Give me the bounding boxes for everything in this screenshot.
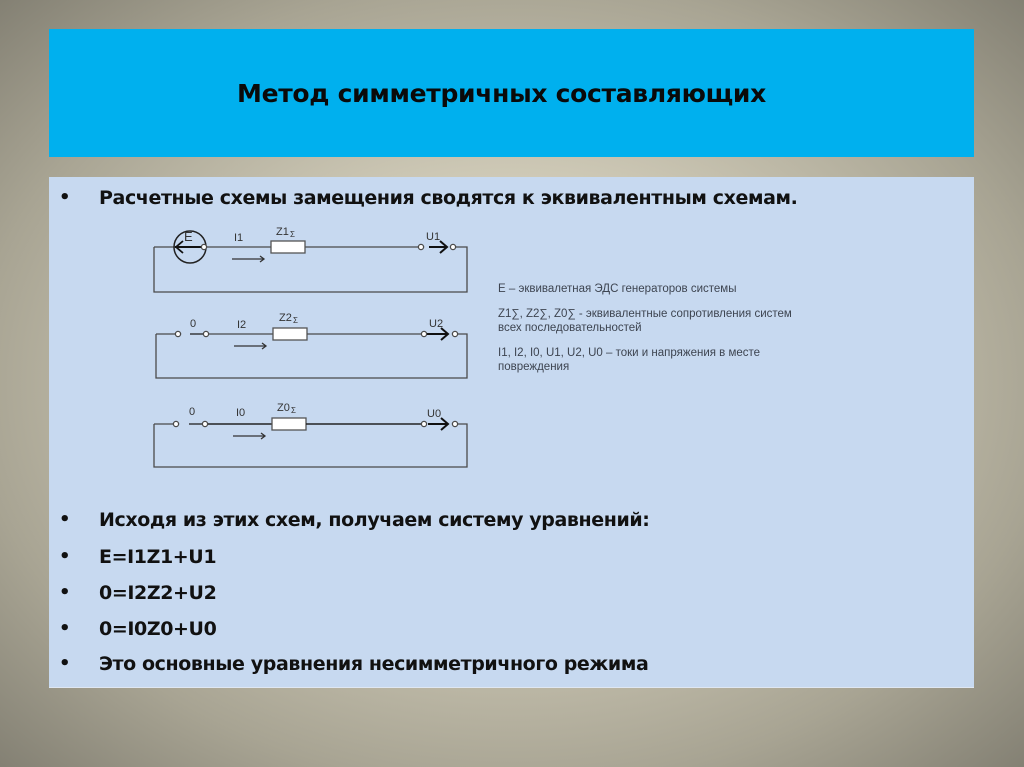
bullet-text: Исходя из этих схем, получаем систему ур… [99,509,650,531]
equation-negative: 0=I2Z2+U2 [99,582,217,604]
impedance-label: Z2 [279,312,292,324]
legend-item: E – эквивалетная ЭДС генераторов системы [498,283,737,295]
equivalent-circuits-diagram: E I1 Z1 Σ U1 0 I2 Z2 Σ U2 0 I0 Z0 Σ U0 [153,226,468,468]
voltage-label: U0 [427,408,441,420]
title-banner: Метод симметричных составляющих [49,29,974,157]
bullet-dot: • [59,546,71,567]
bullet-dot: • [59,582,71,603]
voltage-label: U1 [426,231,440,243]
legend-item: I1, I2, I0, U1, U2, U0 – токи и напряжен… [498,347,761,373]
impedance-subscript: Σ [291,406,296,415]
bullet-text: Расчетные схемы замещения сводятся к экв… [99,187,798,209]
current-label: I1 [234,232,243,244]
equation-positive: E=I1Z1+U1 [99,546,217,568]
impedance-label: Z0 [277,402,290,414]
source-label-e: E [184,229,193,244]
source-label-zero: 0 [189,406,195,418]
bullet-dot: • [59,187,71,208]
current-label: I2 [237,319,246,331]
voltage-label: U2 [429,318,443,330]
equation-zero: 0=I0Z0+U0 [99,618,217,640]
circuit-positive-sequence [153,230,468,293]
source-label-zero: 0 [190,318,196,330]
content-panel: • Расчетные схемы замещения сводятся к э… [49,177,974,687]
diagram-legend: E – эквивалетная ЭДС генераторов системы… [498,282,798,385]
circuit-negative-sequence [155,327,468,379]
impedance-subscript: Σ [290,230,295,239]
impedance-label: Z1 [276,226,289,238]
bullet-dot: • [59,653,71,674]
slide-title: Метод симметричных составляющих [237,78,766,108]
impedance-subscript: Σ [293,316,298,325]
bullet-dot: • [59,509,71,530]
legend-item: Z1∑, Z2∑, Z0∑ - эквивалентные сопротивле… [498,308,792,334]
bullet-dot: • [59,618,71,639]
bullet-text: Это основные уравнения несимметричного р… [99,653,649,675]
circuit-zero-sequence [153,417,468,468]
current-label: I0 [236,407,245,419]
